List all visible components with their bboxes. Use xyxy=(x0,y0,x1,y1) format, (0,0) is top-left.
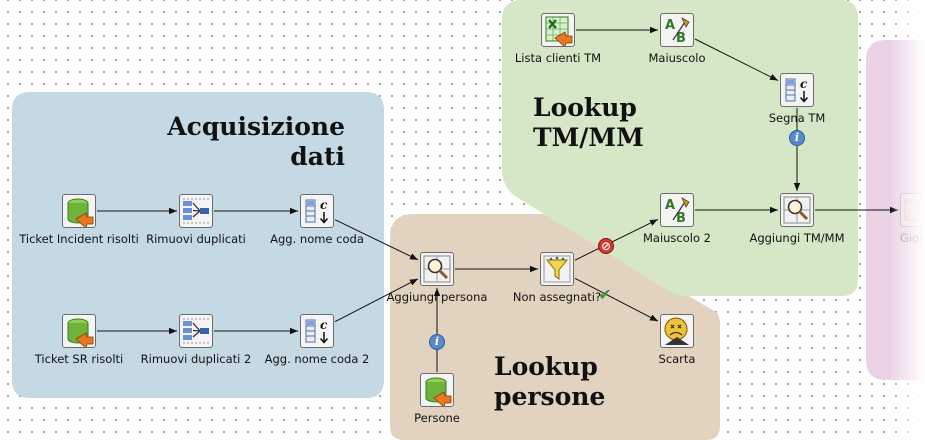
step-label-agg-nome-coda-2: Agg. nome coda 2 xyxy=(264,352,370,366)
table-input-icon xyxy=(67,198,94,229)
step-box-scarta[interactable] xyxy=(660,314,694,348)
svg-text:c: c xyxy=(320,318,328,332)
step-scarta[interactable]: Scarta xyxy=(659,314,695,366)
step-persone[interactable]: Persone xyxy=(414,373,460,425)
info-hop-icon: i xyxy=(429,334,445,350)
step-label-ticket-sr-risolti: Ticket SR risolti xyxy=(34,352,124,366)
hop-maiuscolo-to-segna-tm[interactable] xyxy=(694,38,779,81)
step-label-persone: Persone xyxy=(414,411,460,425)
step-label-rimuovi-duplicati: Rimuovi duplicati xyxy=(146,232,246,246)
step-aggiungi-persona[interactable]: Aggiungi persona xyxy=(387,252,487,304)
step-lista-clienti-tm[interactable]: Lista clienti TM xyxy=(515,13,601,65)
step-box-segna-tm[interactable]: c xyxy=(780,73,814,107)
step-ticket-incident-risolti[interactable]: Ticket Incident risolti xyxy=(19,194,139,246)
add-constants-icon: c xyxy=(785,77,809,103)
svg-text:c: c xyxy=(320,198,328,212)
region-label-lookup-persone: Lookup persone xyxy=(494,352,606,411)
step-aggiungi-tm-mm[interactable]: Aggiungi TM/MM xyxy=(749,193,845,245)
step-label-scarta: Scarta xyxy=(658,352,696,366)
excel-input-icon xyxy=(545,16,573,48)
filter-rows-icon xyxy=(543,255,571,283)
region-label-lookup-tm-mm: Lookup TM/MM xyxy=(533,93,644,152)
step-label-agg-nome-coda: Agg. nome coda xyxy=(270,232,364,246)
svg-text:A: A xyxy=(665,18,675,33)
step-label-aggiungi-tm-mm: Aggiungi TM/MM xyxy=(749,231,845,245)
step-label-segna-tm: Segna TM xyxy=(768,111,826,125)
region-label-acquisizione: Acquisizione dati xyxy=(167,112,345,171)
step-non-assegnati[interactable]: Non assegnati? xyxy=(513,252,601,304)
hop-agg-nome-coda-to-aggiungi-persona[interactable] xyxy=(334,219,419,261)
step-box-lista-clienti-tm[interactable] xyxy=(541,13,575,48)
step-label-maiuscolo: Maiuscolo xyxy=(648,51,706,65)
step-box-ticket-incident-risolti[interactable] xyxy=(62,194,96,229)
info-hop-icon: i xyxy=(789,130,805,146)
unique-rows-icon xyxy=(183,318,209,344)
stream-lookup-icon xyxy=(423,255,451,283)
string-operations-icon: AB xyxy=(665,197,690,226)
step-box-ticket-sr-risolti[interactable] xyxy=(62,314,96,349)
step-label-rimuovi-duplicati-2: Rimuovi duplicati 2 xyxy=(140,352,252,366)
dummy-icon xyxy=(664,317,689,345)
svg-text:c: c xyxy=(800,77,808,91)
step-ticket-sr-risolti[interactable]: Ticket SR risolti xyxy=(35,314,123,366)
step-rimuovi-duplicati-2[interactable]: Rimuovi duplicati 2 xyxy=(141,314,251,366)
step-label-maiuscolo-2: Maiuscolo 2 xyxy=(642,231,711,245)
unique-rows-icon xyxy=(183,198,209,224)
string-operations-icon: AB xyxy=(665,17,690,46)
step-box-rimuovi-duplicati[interactable] xyxy=(179,194,213,228)
step-label-non-assegnati: Non assegnati? xyxy=(512,290,602,304)
step-rimuovi-duplicati[interactable]: Rimuovi duplicati xyxy=(146,194,246,246)
step-box-agg-nome-coda-2[interactable]: c xyxy=(300,314,334,348)
step-box-aggiungi-tm-mm[interactable] xyxy=(780,193,814,227)
table-input-icon xyxy=(67,318,94,349)
hop-agg-nome-coda-2-to-aggiungi-persona[interactable] xyxy=(334,278,419,323)
svg-text:B: B xyxy=(676,31,686,46)
true-result-icon: ✔ xyxy=(598,285,612,304)
step-label-lista-clienti-tm: Lista clienti TM xyxy=(514,51,602,65)
step-box-aggiungi-persona[interactable] xyxy=(420,252,454,286)
canvas-edge-fade xyxy=(890,0,925,440)
step-label-ticket-incident-risolti: Ticket Incident risolti xyxy=(19,232,139,246)
step-box-non-assegnati[interactable] xyxy=(540,252,574,286)
table-input-icon xyxy=(425,377,452,408)
svg-text:B: B xyxy=(676,211,686,226)
add-constants-icon: c xyxy=(305,318,329,344)
step-box-rimuovi-duplicati-2[interactable] xyxy=(179,314,213,348)
step-box-persone[interactable] xyxy=(420,373,454,408)
region-lookup-tm-mm[interactable] xyxy=(502,0,858,296)
svg-text:A: A xyxy=(665,198,675,213)
step-label-aggiungi-persona: Aggiungi persona xyxy=(386,290,488,304)
stream-lookup-icon xyxy=(783,196,811,224)
step-box-agg-nome-coda[interactable]: c xyxy=(300,194,334,228)
false-result-icon: ⊘ xyxy=(598,238,614,254)
hop-non-assegnati-to-scarta[interactable] xyxy=(574,277,659,322)
add-constants-icon: c xyxy=(305,198,329,224)
region-acquisizione[interactable] xyxy=(12,92,384,398)
hop-non-assegnati-to-maiuscolo-2[interactable] xyxy=(574,218,659,261)
